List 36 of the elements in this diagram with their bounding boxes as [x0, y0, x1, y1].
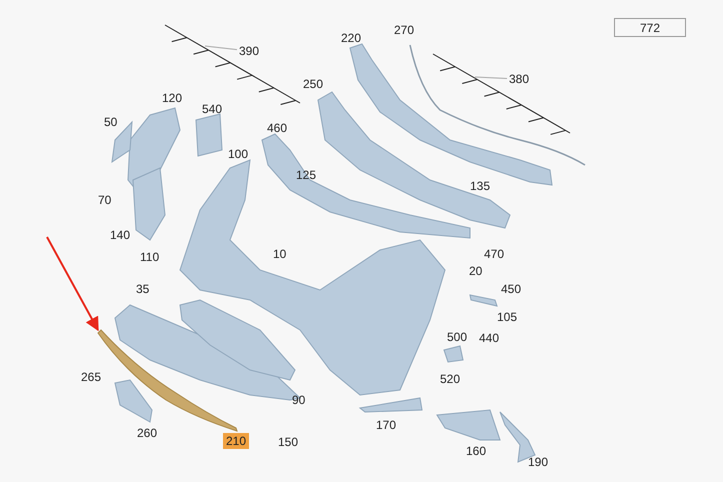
- callout-number: 450: [501, 282, 522, 296]
- callout-number: 440: [479, 331, 500, 345]
- callout-number: 170: [376, 418, 396, 432]
- callout-number: 90: [292, 393, 306, 407]
- leader-line: [474, 76, 508, 79]
- callout-number: 105: [497, 310, 518, 324]
- part-number-box: 772: [614, 18, 686, 37]
- callout-number: 470: [484, 247, 504, 261]
- callout-number: 70: [98, 193, 112, 207]
- callout-number: 35: [136, 282, 150, 296]
- callout-number: 540: [202, 102, 222, 116]
- callout-number: 520: [440, 372, 460, 386]
- callout-number: 270: [394, 23, 414, 37]
- callout-number: 150: [278, 435, 298, 449]
- callout-number: 265: [81, 370, 102, 384]
- callout-number: 390: [237, 44, 261, 58]
- callout-number: 140: [110, 228, 130, 242]
- callout-number: 380: [507, 72, 531, 86]
- callout-number: 10: [273, 247, 286, 261]
- callout-number: 120: [162, 91, 182, 105]
- callout-number: 260: [137, 426, 158, 440]
- callout-number: 160: [466, 444, 486, 458]
- callout-number: 125: [296, 168, 316, 182]
- callout-number: 135: [470, 179, 490, 193]
- callout-number: 20: [469, 264, 482, 278]
- callout-number: 50: [104, 115, 118, 129]
- callout-number: 100: [228, 147, 248, 161]
- callout-number: 190: [528, 455, 548, 469]
- callout-number: 220: [341, 31, 362, 45]
- callout-number: 460: [267, 121, 288, 135]
- callout-number: 250: [303, 77, 324, 91]
- leader-line: [204, 46, 238, 50]
- callout-number: 500: [447, 330, 468, 344]
- arrow: [46, 236, 99, 332]
- callout-number: 210: [223, 433, 249, 449]
- callout-number: 110: [140, 250, 160, 264]
